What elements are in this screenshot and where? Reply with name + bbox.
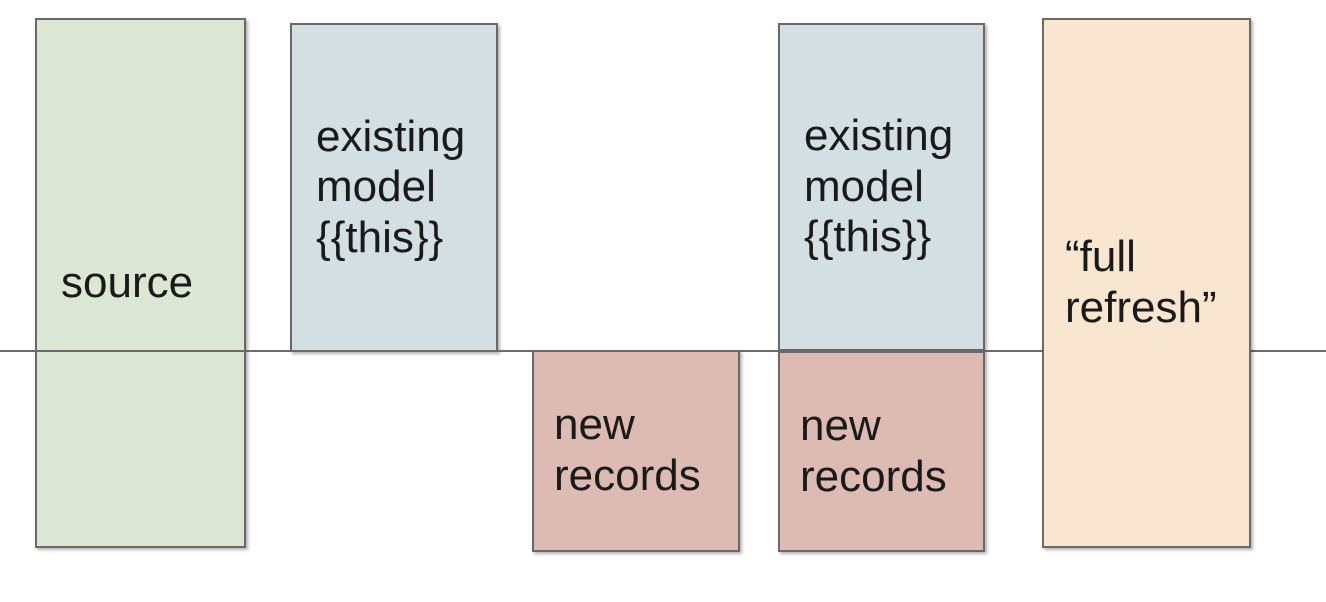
full-refresh-box: “full refresh” bbox=[1042, 18, 1251, 548]
box-label: existing model {{this}} bbox=[316, 111, 466, 262]
source-box: source bbox=[35, 18, 246, 548]
box-label: new records bbox=[554, 400, 701, 500]
box-label: new records bbox=[800, 400, 947, 501]
existing-model-box-2: existing model {{this}} bbox=[778, 23, 985, 351]
new-records-box-2: new records bbox=[778, 351, 985, 552]
new-records-box-1: new records bbox=[532, 350, 740, 552]
box-label: existing model {{this}} bbox=[804, 111, 954, 262]
box-label: source bbox=[61, 257, 194, 307]
box-label: “full refresh” bbox=[1065, 232, 1217, 332]
existing-model-box-1: existing model {{this}} bbox=[290, 23, 498, 352]
